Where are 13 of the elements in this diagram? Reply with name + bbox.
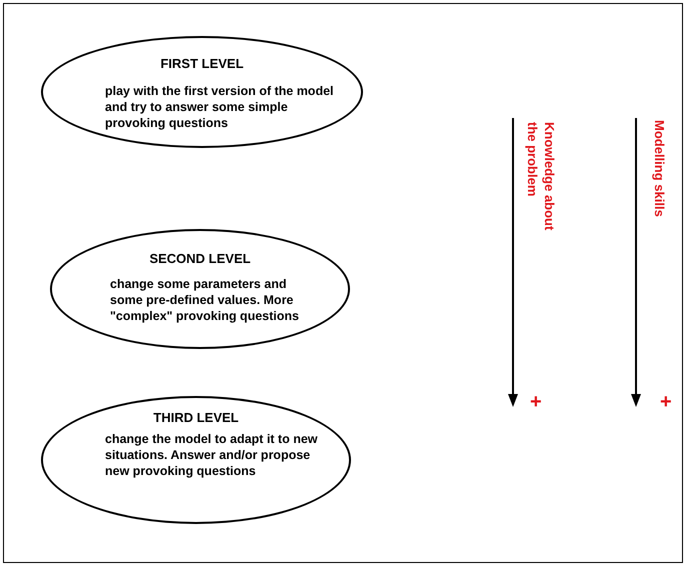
- level-description: change the model to adapt it to new situations. Answer and/or propose new provoking questions: [105, 431, 319, 479]
- level-heading: SECOND LEVEL: [148, 251, 252, 266]
- level-heading: THIRD LEVEL: [152, 410, 240, 425]
- level-ellipse: [41, 396, 351, 524]
- axis-label: Knowledge about the problem: [524, 122, 558, 232]
- axis-label: Modelling skills: [651, 120, 668, 219]
- level-ellipse: [50, 229, 350, 349]
- level-description: play with the first version of the model and try to answer some simple provoking questions: [105, 83, 335, 131]
- plus-sign: +: [530, 392, 542, 412]
- level-description: change some parameters and some pre-defined values. More "complex" provoking questions: [110, 276, 300, 324]
- plus-sign: +: [660, 392, 672, 412]
- level-heading: FIRST LEVEL: [159, 56, 245, 71]
- level-ellipse: [41, 36, 363, 148]
